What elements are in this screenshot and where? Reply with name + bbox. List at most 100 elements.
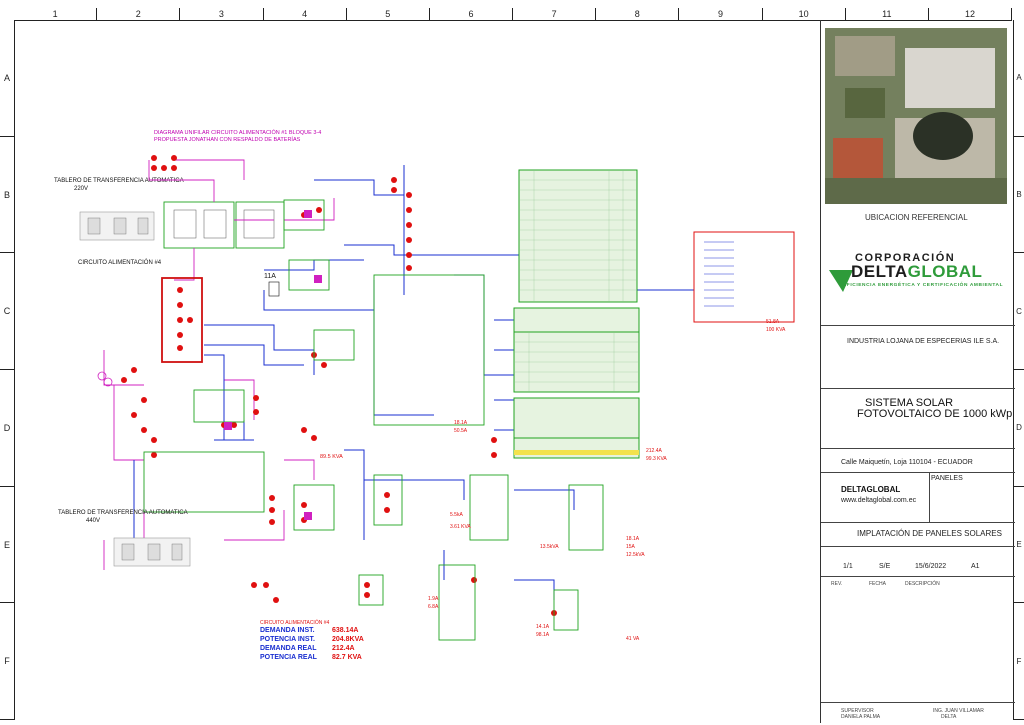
- transfer-switch-440-image: [113, 537, 191, 567]
- totals-title: CIRCUITO ALIMENTACIÓN #4: [260, 619, 329, 626]
- sheet-size: A1: [971, 563, 980, 570]
- totals-block: CIRCUITO ALIMENTACIÓN #4 DEMANDA INST. 6…: [260, 619, 364, 661]
- address-row: Calle Maiquetín, Loja 110104 - ECUADOR: [821, 448, 1015, 479]
- col-2: 2: [97, 8, 181, 20]
- row-a: A: [0, 20, 14, 137]
- row-d-right: D: [1014, 370, 1024, 487]
- location-aerial-image: [825, 28, 1007, 204]
- right-a: 18.1A: [626, 536, 640, 542]
- col-7: 7: [513, 8, 597, 20]
- panel-220-box: [163, 201, 235, 249]
- logo-delta: DELTA: [851, 262, 908, 281]
- logo-mark-icon: [829, 270, 853, 292]
- right-c: 12.5kVA: [626, 552, 645, 558]
- column-ruler: 1 2 3 4 5 6 7 8 9 10 11 12: [14, 8, 1013, 21]
- client-name: INDUSTRIA LOJANA DE ESPECERIAS ILE S.A.: [847, 338, 1000, 345]
- project-row: SISTEMA SOLAR FOTOVOLTAICO DE 1000 kWp: [821, 388, 1015, 449]
- row-c: C: [0, 253, 14, 371]
- signature-row: SUPERVISOR DANIELA PALMA ING. JUAN VILLA…: [821, 702, 1015, 723]
- signature-1-role: SUPERVISOR: [841, 708, 874, 714]
- circuito-44-label: CIRCUITO ALIMENTACIÓN #4: [78, 259, 162, 266]
- project-address: Calle Maiquetín, Loja 110104 - ECUADOR: [841, 459, 973, 466]
- lower-d: 98.1A: [536, 632, 550, 638]
- col-5: 5: [347, 8, 430, 20]
- col-11: 11: [846, 8, 929, 20]
- mid-power: 3.61 KVA: [450, 524, 471, 530]
- potencia-real-label: POTENCIA REAL: [260, 654, 318, 661]
- right-distribution-panel: [693, 231, 795, 323]
- company-website: www.deltaglobal.com.ec: [841, 497, 917, 504]
- transfer-switch-220-image: [79, 211, 155, 241]
- tablero-220-voltage: 220V: [74, 186, 88, 192]
- logo-line2: DELTAGLOBAL: [851, 262, 982, 282]
- company-logo: CORPORACIÓN DELTAGLOBAL EFICIENCIA ENERG…: [825, 252, 1011, 312]
- drawing-scale: S/E: [879, 563, 891, 570]
- panels-label: PANELES: [931, 475, 963, 482]
- right-d: 41 VA: [626, 636, 640, 642]
- green-panel-boxes: [143, 199, 604, 641]
- row-b-right: B: [1014, 137, 1024, 254]
- aerial-photo-icon: [825, 28, 1007, 204]
- tablero-220-label: TABLERO DE TRANSFERENCIA AUTOMATICA: [54, 178, 184, 184]
- panel-c-demand-1: 18.1A: [454, 420, 468, 426]
- diagram-title: DIAGRAMA UNIFILAR CIRCUITO ALIMENTACIÓN …: [154, 129, 321, 136]
- main-distribution-cabinet: [161, 277, 203, 363]
- descripcion-header: DESCRIPCIÓN: [905, 581, 940, 587]
- lower-a: 1.9A: [428, 596, 439, 602]
- col-12: 12: [929, 8, 1013, 20]
- client-row: INDUSTRIA LOJANA DE ESPECERIAS ILE S.A.: [821, 325, 1015, 356]
- sheet-number: 1/1: [843, 563, 853, 570]
- col-1: 1: [14, 8, 98, 20]
- row-ruler-left: A B C D E F: [0, 20, 15, 721]
- logo-line1: CORPORACIÓN: [855, 252, 956, 264]
- potencia-inst-label: POTENCIA INST.: [260, 636, 315, 643]
- row-f: F: [0, 603, 14, 721]
- panel-c-demand-2: 50.5A: [454, 428, 468, 434]
- single-line-diagram: TABLERO DE TRANSFERENCIA AUTOMATICA 220V…: [54, 129, 795, 661]
- right-panel-feeders: [704, 241, 734, 307]
- logo-tagline: EFICIENCIA ENERGÉTICA Y CERTIFICACIÓN AM…: [843, 283, 1004, 288]
- breaker-11a: [268, 281, 280, 297]
- table-total-2: 99.3 KVA: [646, 456, 667, 462]
- project-line1: SISTEMA SOLAR: [865, 397, 954, 409]
- row-a-right: A: [1014, 20, 1024, 137]
- signature-2-org: DELTA: [941, 714, 957, 720]
- col-8: 8: [596, 8, 680, 20]
- demanda-inst-value: 638.14A: [332, 627, 358, 634]
- logo-global: GLOBAL: [907, 262, 983, 281]
- mid-demand: 5.5kA: [450, 512, 463, 518]
- row-ruler-right: A B C D E F: [1013, 20, 1024, 721]
- demanda-real-label: DEMANDA REAL: [260, 645, 317, 652]
- signature-2-name: ING. JUAN VILLAMAR: [933, 708, 984, 714]
- diagram-subtitle: PROPUESTA JONATHAN CON RESPALDO DE BATER…: [154, 136, 301, 143]
- company-name: DELTAGLOBAL: [841, 485, 901, 494]
- tablero-440-voltage: 440V: [86, 518, 100, 524]
- potencia-inst-value: 204.8KVA: [332, 636, 364, 643]
- right-b: 15A: [626, 544, 636, 550]
- row-c-right: C: [1014, 253, 1024, 371]
- potencia-real-value: 82.7 KVA: [332, 654, 362, 661]
- col-10: 10: [763, 8, 846, 20]
- magenta-devices: [97, 210, 322, 520]
- tablero-440-label: TABLERO DE TRANSFERENCIA AUTOMATICA: [58, 510, 188, 516]
- signature-1-name: DANIELA PALMA: [841, 714, 881, 720]
- lower-c: 14.1A: [536, 624, 550, 630]
- col-6: 6: [430, 8, 514, 20]
- panel-d-value-1: 89.5 KVA: [320, 454, 343, 460]
- col-3: 3: [180, 8, 264, 20]
- right-panel-total-1: 51.8A: [766, 319, 780, 325]
- drawing-date: 15/6/2022: [915, 563, 947, 570]
- rev-header: REV.: [831, 581, 843, 587]
- load-tables: [513, 169, 640, 459]
- mid-real: 13.5kVA: [540, 544, 559, 550]
- col-4: 4: [264, 8, 347, 20]
- company-row: DELTAGLOBAL www.deltaglobal.com.ec PANEL…: [821, 472, 1015, 523]
- title-block: UBICACION REFERENCIAL CORPORACIÓN DELTAG…: [820, 20, 1015, 723]
- drawing-title: IMPLATACIÓN DE PANELES SOLARES: [857, 529, 1002, 538]
- row-f-right: F: [1014, 603, 1024, 721]
- col-9: 9: [679, 8, 763, 20]
- panel-220-box-2: [235, 201, 285, 249]
- right-panel-total-2: 100 KVA: [766, 327, 786, 333]
- demanda-inst-label: DEMANDA INST.: [260, 627, 315, 634]
